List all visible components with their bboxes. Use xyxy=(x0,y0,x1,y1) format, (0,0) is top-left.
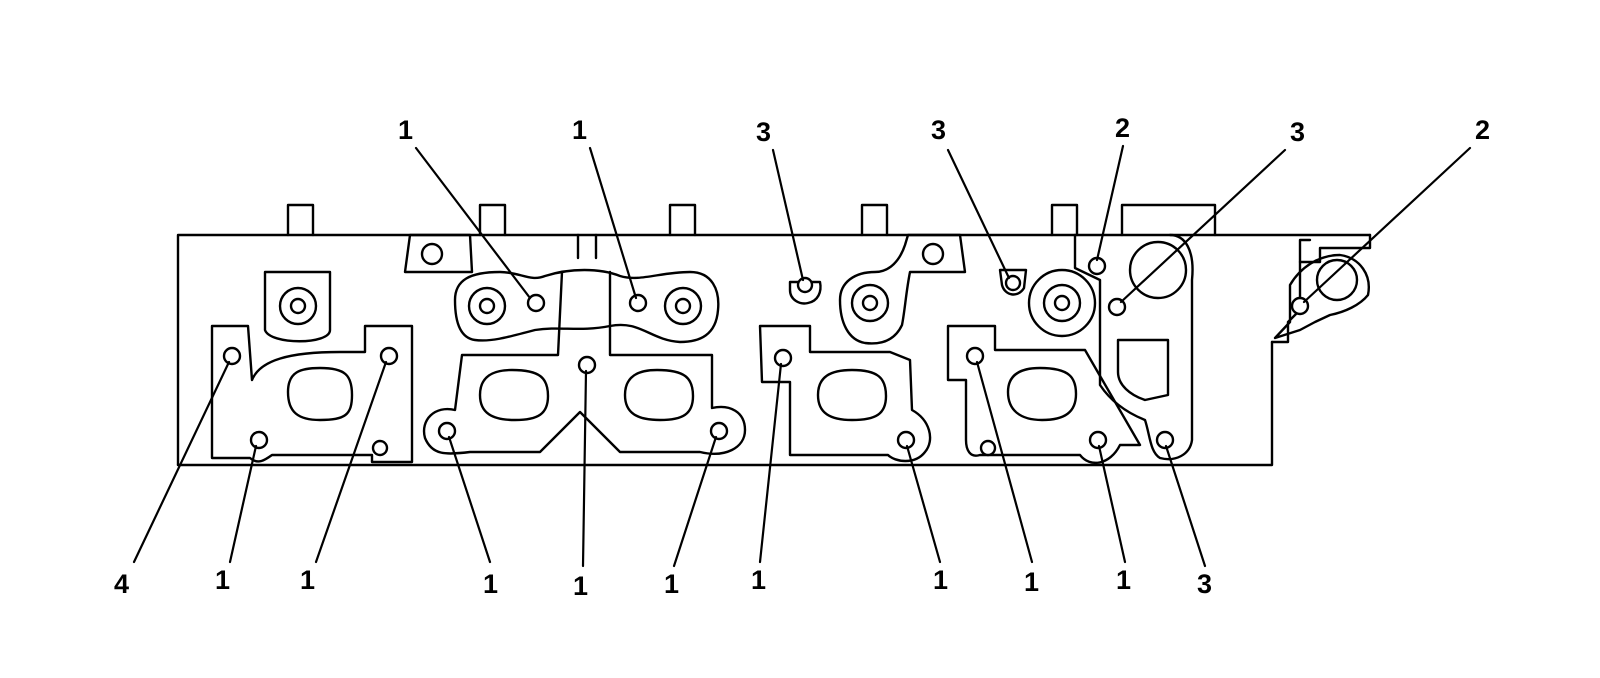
top-tabs xyxy=(286,203,1217,237)
exhaust-port-gasket-1 xyxy=(210,270,414,464)
callout-bottom-1h: 1 xyxy=(1024,567,1039,597)
callout-bottom-1c: 1 xyxy=(483,569,498,599)
callout-bottom-1d: 1 xyxy=(573,571,588,601)
callout-bottom-1a: 1 xyxy=(215,565,230,595)
callout-top-1a: 1 xyxy=(398,115,413,145)
callout-bottom-1e: 1 xyxy=(664,569,679,599)
cylinder-head-outline xyxy=(176,233,1372,467)
callout-top-3c: 3 xyxy=(1290,117,1305,147)
callout-bottom-4: 4 xyxy=(114,569,129,599)
callout-top-3b: 3 xyxy=(931,115,946,145)
leader-lines xyxy=(132,144,1472,568)
callout-top-3a: 3 xyxy=(756,117,771,147)
callout-bottom-1b: 1 xyxy=(300,565,315,595)
callout-top-2a: 2 xyxy=(1115,113,1130,143)
callout-top-2b: 2 xyxy=(1475,115,1490,145)
right-end-boss xyxy=(1073,233,1194,461)
callout-bottom-1f: 1 xyxy=(751,565,766,595)
callout-bottom-1i: 1 xyxy=(1116,565,1131,595)
exhaust-port-gasket-2 xyxy=(403,233,747,455)
callout-top-1b: 1 xyxy=(572,115,587,145)
callout-bottom-1g: 1 xyxy=(933,565,948,595)
exhaust-port-gasket-3 xyxy=(758,233,967,463)
callout-bottom-3: 3 xyxy=(1197,569,1212,599)
callouts: 1 1 3 3 2 3 2 4 1 1 1 1 1 1 1 1 1 3 xyxy=(114,113,1490,601)
exhaust-port-gasket-4 xyxy=(946,268,1142,465)
